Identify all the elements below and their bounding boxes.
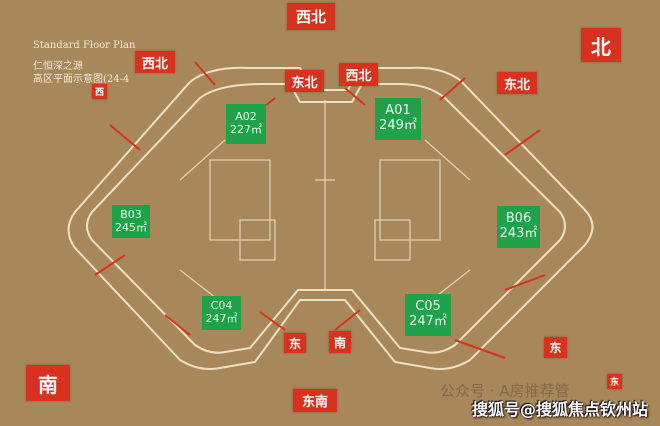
sohu-watermark: 搜狐号@搜狐焦点钦州站 (472, 400, 649, 419)
unit-label-b06: B06 243㎡ (497, 206, 540, 248)
faint-watermark: 公众号 · A房推荐管 (440, 382, 570, 400)
unit-area: 249㎡ (379, 118, 417, 133)
unit-id: B06 (505, 211, 532, 227)
direction-label-northeast-right: 东北 (497, 72, 537, 94)
unit-label-c04: C04 247㎡ (202, 296, 241, 330)
unit-area: 243㎡ (499, 226, 538, 241)
unit-label-a01: A01 249㎡ (375, 98, 421, 140)
unit-id: B03 (120, 207, 142, 221)
direction-label-east-corner: 东 (607, 374, 622, 389)
unit-id: A02 (235, 110, 257, 124)
unit-id: A01 (385, 103, 411, 119)
direction-label-southeast: 东南 (293, 389, 337, 412)
unit-area: 247㎡ (409, 314, 447, 329)
direction-label-northwest-center: 西北 (339, 63, 378, 86)
unit-id: C05 (415, 299, 441, 315)
direction-label-northwest-top: 西北 (287, 3, 335, 30)
subtitle-chinese: 高区平面示意图(24-4 (33, 74, 130, 85)
title-english: Standard Floor Plan (33, 40, 136, 51)
direction-label-northeast-center: 东北 (285, 70, 324, 92)
unit-label-a02: A02 227㎡ (226, 104, 266, 144)
direction-label-east-right: 东 (544, 337, 567, 358)
direction-label-east-lower: 东 (284, 333, 306, 353)
direction-label-north: 北 (581, 28, 621, 62)
direction-label-northwest-left: 西北 (135, 51, 175, 73)
unit-label-b03: B03 245㎡ (112, 205, 150, 238)
unit-area: 247㎡ (205, 312, 238, 325)
title-chinese: 仁恒深之源 (33, 61, 83, 72)
direction-arrows (94, 61, 546, 359)
building-outline (67, 66, 594, 370)
direction-label-west: 西 (92, 84, 107, 99)
unit-area: 227㎡ (230, 123, 262, 136)
unit-label-c05: C05 247㎡ (405, 294, 451, 336)
direction-label-south-lower: 南 (329, 331, 351, 353)
unit-area: 245㎡ (115, 220, 147, 234)
interior-walls (179, 100, 471, 306)
direction-label-south: 南 (26, 365, 70, 401)
unit-id: C04 (210, 299, 233, 313)
